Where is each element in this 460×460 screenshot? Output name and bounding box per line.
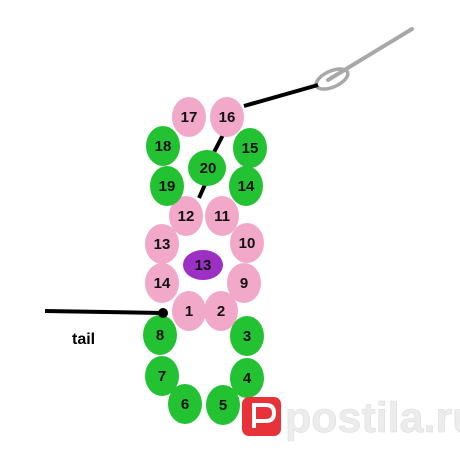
thread-to-needle	[243, 83, 319, 108]
bead-13-pink-label: 13	[154, 236, 171, 253]
bead-16-label: 16	[219, 109, 236, 126]
bead-2-shape	[204, 291, 238, 331]
bead-9: 9	[227, 263, 261, 303]
bead-15: 15	[233, 128, 267, 168]
tail-label: tail	[72, 331, 95, 348]
bead-6: 6	[168, 384, 202, 424]
bead-13-center: 13	[183, 250, 223, 280]
bead-12: 12	[169, 196, 203, 236]
bead-19: 19	[150, 166, 184, 206]
bead-5-label: 5	[219, 397, 227, 414]
bead-group: 1 2 3 4 5 6 7 8 9 10 11 12 13 14 13 14 1…	[143, 97, 267, 425]
bead-10-label: 10	[239, 235, 256, 252]
bead-3-label: 3	[243, 328, 251, 345]
bead-7-shape	[145, 356, 179, 396]
bead-6-shape	[168, 384, 202, 424]
bead-14-pink-label: 14	[154, 275, 171, 292]
bead-16-shape	[210, 97, 244, 137]
bead-11: 11	[205, 196, 239, 236]
bead-8: 8	[143, 315, 177, 355]
bead-13-center-shape	[183, 250, 223, 280]
bead-8-shape	[143, 315, 177, 355]
bead-1-shape	[172, 291, 206, 331]
bead-3-shape	[230, 316, 264, 356]
bead-15-label: 15	[242, 140, 259, 157]
bead-11-shape	[205, 196, 239, 236]
bead-4-shape	[230, 358, 264, 398]
bead-19-shape	[150, 166, 184, 206]
bead-2-label: 2	[217, 303, 225, 320]
bead-7: 7	[145, 356, 179, 396]
tail-thread	[44, 309, 163, 315]
bead-18-label: 18	[155, 138, 172, 155]
bead-17-shape	[172, 97, 206, 137]
bead-18: 18	[146, 126, 180, 166]
bead-8-label: 8	[156, 327, 164, 344]
bead-5-shape	[206, 385, 240, 425]
tail-knot-dot	[158, 308, 168, 318]
bead-1-label: 1	[185, 303, 193, 320]
bead-18-shape	[146, 126, 180, 166]
bead-20-shape	[188, 150, 226, 186]
bead-5: 5	[206, 385, 240, 425]
watermark-logo-glyph	[252, 403, 277, 428]
bead-4-label: 4	[243, 370, 252, 387]
bead-19-label: 19	[159, 178, 176, 195]
bead-14-green-label: 14	[238, 178, 255, 195]
bead-17: 17	[172, 97, 206, 137]
bead-14-green-shape	[229, 166, 263, 206]
bead-9-shape	[227, 263, 261, 303]
bead-9-label: 9	[240, 275, 248, 292]
watermark-text: postila.ru	[285, 394, 460, 442]
bead-14-green: 14	[229, 166, 263, 206]
bead-2: 2	[204, 291, 238, 331]
bead-13-center-label: 13	[195, 257, 212, 274]
bead-16: 16	[210, 97, 244, 137]
bead-11-label: 11	[214, 208, 230, 225]
bead-17-label: 17	[181, 109, 198, 126]
bead-7-label: 7	[158, 368, 166, 385]
bead-3: 3	[230, 316, 264, 356]
bead-6-label: 6	[181, 396, 189, 413]
bead-14-pink: 14	[145, 263, 179, 303]
bead-10-shape	[230, 223, 264, 263]
bead-20-label: 20	[200, 160, 217, 177]
watermark: postila.ru	[242, 394, 460, 442]
bead-15-shape	[233, 128, 267, 168]
bead-10: 10	[230, 223, 264, 263]
bead-12-shape	[169, 196, 203, 236]
bead-12-label: 12	[178, 208, 195, 225]
needle-icon	[314, 27, 414, 91]
bead-20: 20	[188, 150, 226, 186]
bead-13-pink: 13	[145, 224, 179, 264]
bead-1: 1	[172, 291, 206, 331]
bead-4: 4	[230, 358, 264, 398]
bead-13-pink-shape	[145, 224, 179, 264]
bead-14-pink-shape	[145, 263, 179, 303]
